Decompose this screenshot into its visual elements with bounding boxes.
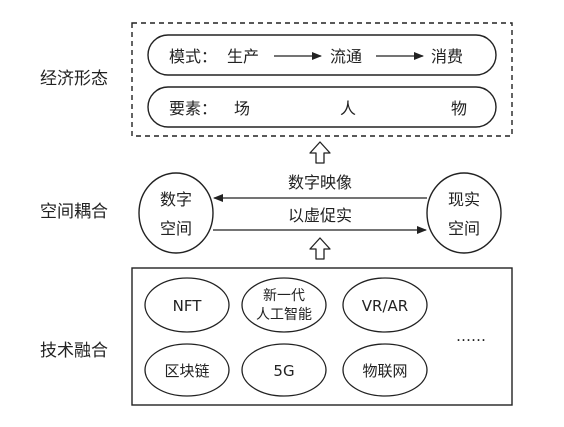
- tech-item-blockchain-label: 区块链: [164, 362, 209, 380]
- mode-stage-circulation: 流通: [330, 47, 362, 66]
- tech-item-nft-label: NFT: [173, 297, 203, 315]
- mode-label: 模式：: [169, 47, 217, 66]
- up-arrow-lower: [309, 237, 331, 260]
- top-arrow-label: 数字映像: [288, 173, 352, 192]
- up-arrow-upper: [309, 141, 331, 164]
- element-people: 人: [340, 99, 356, 118]
- digital-space-line1: 数字: [160, 190, 192, 209]
- economy-dashed-box: [131, 22, 513, 137]
- element-goods: 物: [451, 99, 467, 118]
- digital-space-line2: 空间: [160, 219, 192, 238]
- mode-stage-production: 生产: [227, 47, 259, 66]
- mode-stage-consumption: 消费: [431, 47, 463, 66]
- layer-label-tech: 技术融合: [40, 341, 108, 361]
- elements-row-pill: [147, 86, 497, 128]
- element-label: 要素：: [169, 99, 217, 118]
- tech-item-iot-label: 物联网: [362, 362, 407, 380]
- real-space-node: [426, 172, 502, 254]
- tech-item-5g: [241, 343, 327, 397]
- tech-item-ai: [241, 277, 327, 333]
- layer-label-space: 空间耦合: [40, 202, 108, 222]
- real-space-line1: 现实: [448, 190, 480, 209]
- tech-item-ai-line1: 新一代: [263, 288, 305, 304]
- tech-item-vrar-label: VR/AR: [362, 297, 408, 315]
- tech-item-5g-label: 5G: [273, 362, 294, 380]
- element-field: 场: [234, 99, 250, 118]
- digital-space-node: [138, 172, 214, 254]
- tech-item-blockchain: [144, 343, 230, 397]
- bottom-arrow-label: 以虚促实: [288, 206, 352, 225]
- real-space-line2: 空间: [448, 219, 480, 238]
- tech-ellipsis: ……: [456, 327, 486, 345]
- mode-row-pill: [147, 34, 497, 76]
- layer-label-economy: 经济形态: [40, 69, 108, 89]
- tech-item-ai-line2: 人工智能: [256, 307, 312, 323]
- tech-item-vrar: [342, 277, 428, 333]
- tech-item-nft: [144, 277, 230, 333]
- tech-item-iot: [342, 343, 428, 397]
- tech-box: [131, 267, 513, 406]
